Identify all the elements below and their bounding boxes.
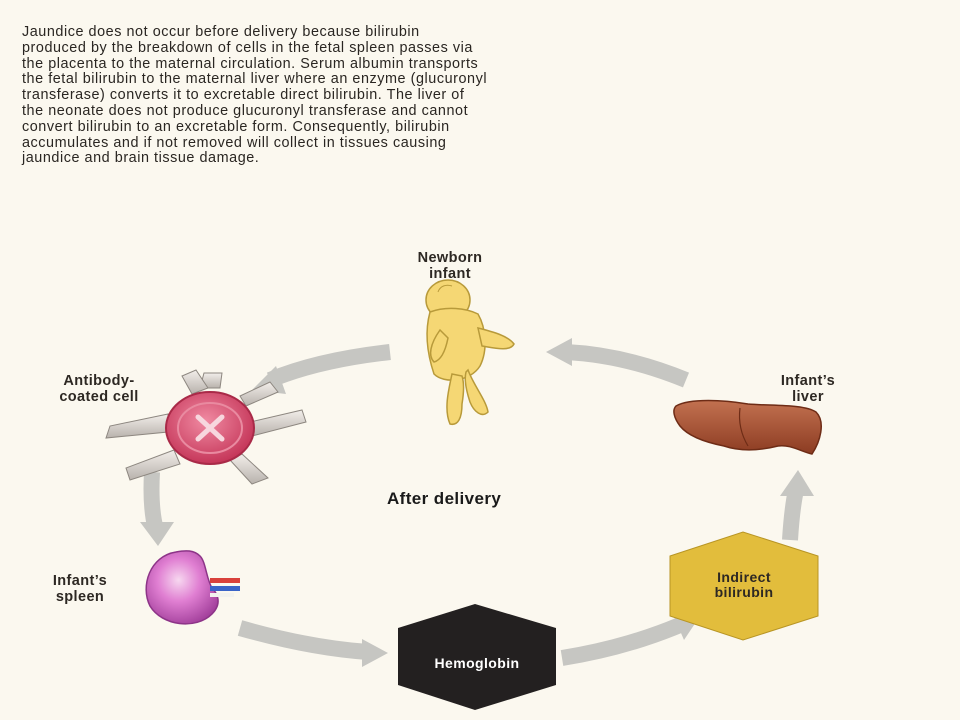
label-antibody-coated-cell: Antibody- coated cell	[40, 373, 158, 405]
antibody-coated-cell-icon	[105, 369, 307, 485]
label-line: bilirubin	[714, 584, 774, 600]
label-line: Antibody-	[63, 373, 135, 389]
label-infants-liver: Infant’s liver	[768, 373, 848, 405]
label-line: Indirect	[717, 569, 771, 585]
label-infants-spleen: Infant’s spleen	[40, 573, 120, 605]
paragraph-line: the placenta to the maternal circulation…	[22, 55, 479, 72]
spleen-icon	[145, 550, 240, 625]
liver-icon	[673, 399, 822, 455]
arrow-liver-to-newborn	[546, 338, 690, 388]
indirect-bilirubin-hexagon	[669, 531, 819, 641]
label-line: spleen	[55, 588, 105, 605]
label-hemoglobin: Hemoglobin	[434, 655, 520, 671]
paragraph-line: the fetal bilirubin to the maternal live…	[22, 71, 488, 88]
arrow-spleen-to-hemoglobin	[237, 620, 388, 667]
center-title: After delivery	[387, 489, 502, 508]
newborn-infant-icon	[425, 279, 515, 426]
intro-paragraph: Jaundice does not occur before delivery …	[22, 24, 742, 167]
label-line: liver	[792, 388, 824, 405]
paragraph-line: Jaundice does not occur before delivery …	[22, 24, 420, 40]
label-line: Newborn	[417, 250, 483, 266]
paragraph-line: jaundice and brain tissue damage.	[22, 150, 260, 167]
paragraph-line: transferase) converts it to excretable d…	[22, 87, 465, 104]
paragraph-line: accumulates and if not removed will coll…	[22, 134, 447, 151]
label-newborn-infant: Newborn infant	[412, 250, 488, 282]
paragraph-line: produced by the breakdown of cells in th…	[22, 39, 473, 56]
label-line: infant	[429, 265, 471, 282]
label-line: Infant’s	[52, 573, 108, 589]
label-line: Infant’s	[780, 373, 836, 389]
hemoglobin-hexagon	[398, 604, 556, 710]
paragraph-line: the neonate does not produce glucuronyl …	[22, 102, 469, 119]
label-line: coated cell	[59, 388, 139, 405]
label-indirect-bilirubin: Indirect bilirubin	[670, 570, 818, 600]
arrow-cell-to-spleen	[140, 471, 174, 546]
paragraph-line: convert bilirubin to an excretable form.…	[22, 118, 450, 135]
arrow-bilirubin-to-liver	[780, 470, 814, 541]
